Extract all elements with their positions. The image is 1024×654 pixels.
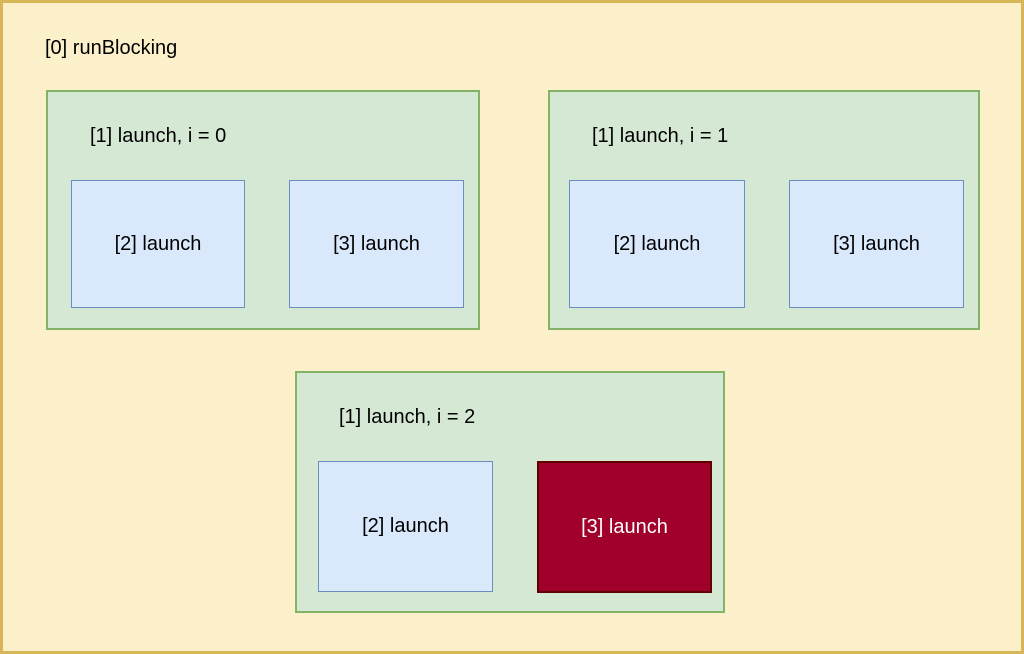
- coroutine-box-2-launch: [2] launch: [71, 180, 245, 308]
- launch-group-i0-label: [1] launch, i = 0: [90, 125, 227, 147]
- launch-group-i1-label: [1] launch, i = 1: [592, 125, 729, 147]
- launch-group-i2: [1] launch, i = 2 [2] launch [3] launch: [295, 371, 725, 613]
- coroutine-box-2-launch: [2] launch: [569, 180, 745, 308]
- coroutine-box-3-launch: [3] launch: [789, 180, 964, 308]
- coroutine-box-3-launch: [3] launch: [289, 180, 464, 308]
- launch-group-i0: [1] launch, i = 0 [2] launch [3] launch: [46, 90, 480, 330]
- launch-group-i2-label: [1] launch, i = 2: [339, 406, 476, 428]
- coroutine-box-3-launch-highlighted: [3] launch: [537, 461, 712, 593]
- coroutine-box-2-launch: [2] launch: [318, 461, 493, 592]
- launch-group-i1: [1] launch, i = 1 [2] launch [3] launch: [548, 90, 980, 330]
- runblocking-label: [0] runBlocking: [45, 37, 178, 59]
